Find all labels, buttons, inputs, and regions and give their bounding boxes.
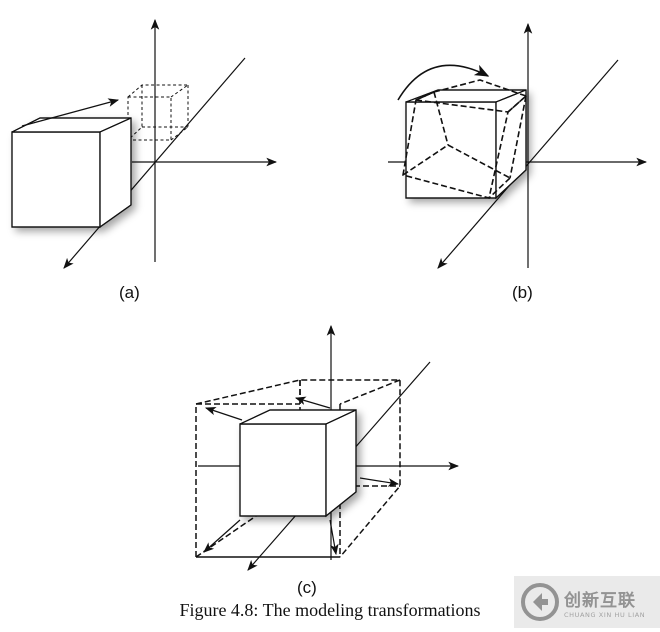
scale-arrow-3 [359, 477, 400, 487]
panel-label-c: (c) [297, 578, 317, 597]
rotation-arrow-b [397, 64, 490, 101]
watermark-text: 创新互联 [564, 590, 636, 611]
panel-a [11, 18, 278, 269]
solid-cube-c [239, 409, 357, 518]
scale-arrow-4 [329, 519, 339, 556]
axis-z-a [63, 57, 246, 269]
panel-label-a: (a) [119, 283, 140, 302]
panel-label-b: (b) [512, 283, 533, 302]
dashed-cube-a [127, 84, 190, 141]
solid-cube-a [11, 117, 132, 229]
dashed-cube-b [402, 79, 528, 199]
scale-arrow-1 [204, 406, 243, 421]
scale-arrow-2 [294, 396, 331, 409]
translation-arrow-a [21, 98, 120, 127]
watermark-logo-icon [521, 583, 559, 621]
axis-z-b [437, 59, 619, 269]
panel-b [388, 22, 648, 269]
panel-c [195, 324, 460, 571]
watermark-subtext: CHUANG XIN HU LIAN [564, 610, 646, 619]
watermark: 创新互联 CHUANG XIN HU LIAN [514, 576, 660, 628]
figure-caption: Figure 4.8: The modeling transformations [179, 600, 481, 620]
scale-arrow-5 [203, 519, 241, 553]
